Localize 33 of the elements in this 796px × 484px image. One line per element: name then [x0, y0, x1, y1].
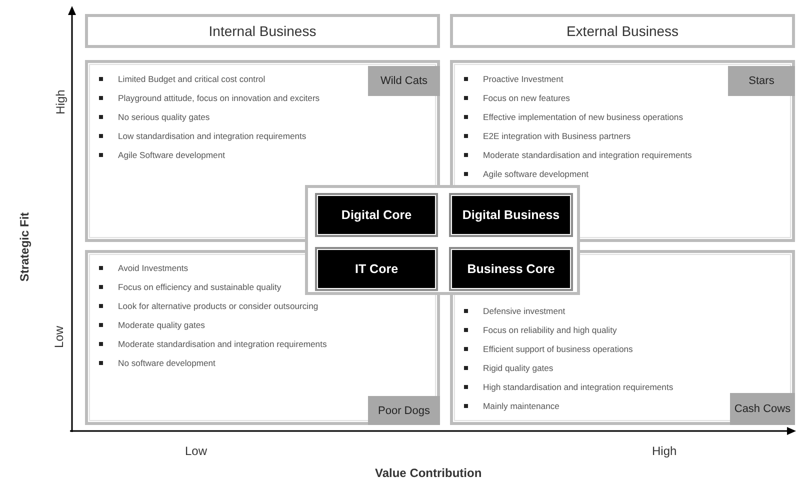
- bullet-item: E2E integration with Business partners: [461, 130, 784, 149]
- header-box: External Business: [450, 14, 795, 48]
- core-box: Digital Core: [318, 196, 435, 234]
- bullet-item: No software development: [96, 357, 429, 376]
- bullet-item: Agile software development: [461, 168, 784, 187]
- bullet-item: Moderate quality gates: [96, 319, 429, 338]
- bullet-item: Effective implementation of new business operations: [461, 111, 784, 130]
- core-box: Business Core: [452, 250, 570, 288]
- core-box: Digital Business: [452, 196, 570, 234]
- bullet-item: Low standardisation and integration requirements: [96, 130, 429, 149]
- category-tag: Stars: [728, 66, 795, 96]
- category-tag: Poor Dogs: [368, 396, 440, 425]
- axis-label: High: [652, 444, 677, 458]
- quadrant-box: [85, 250, 440, 425]
- axis-label: Low: [52, 326, 66, 348]
- bullet-item: Focus on reliability and high quality: [461, 324, 784, 343]
- axis-label: High: [53, 90, 68, 114]
- bullet-item: Efficient support of business operations: [461, 343, 784, 362]
- axis-label: Value Contribution: [375, 466, 482, 480]
- category-tag: Wild Cats: [368, 66, 440, 96]
- core-box: IT Core: [318, 250, 435, 288]
- quadrant-box: [450, 250, 795, 425]
- category-tag: Cash Cows: [730, 393, 795, 425]
- header-box: Internal Business: [85, 14, 440, 48]
- bullet-item: Defensive investment: [461, 305, 784, 324]
- bullet-item: Look for alternative products or consider outsourcing: [96, 300, 429, 319]
- bullet-item: Agile Software development: [96, 149, 429, 168]
- axis-label: Low: [185, 444, 208, 458]
- axis-label: Strategic Fit: [18, 212, 32, 282]
- bullet-item: Moderate standardisation and integration requirements: [461, 149, 784, 168]
- bullet-item: Rigid quality gates: [461, 362, 784, 381]
- bullet-item: No serious quality gates: [96, 111, 429, 130]
- bullet-item: Moderate standardisation and integration requirements: [96, 338, 429, 357]
